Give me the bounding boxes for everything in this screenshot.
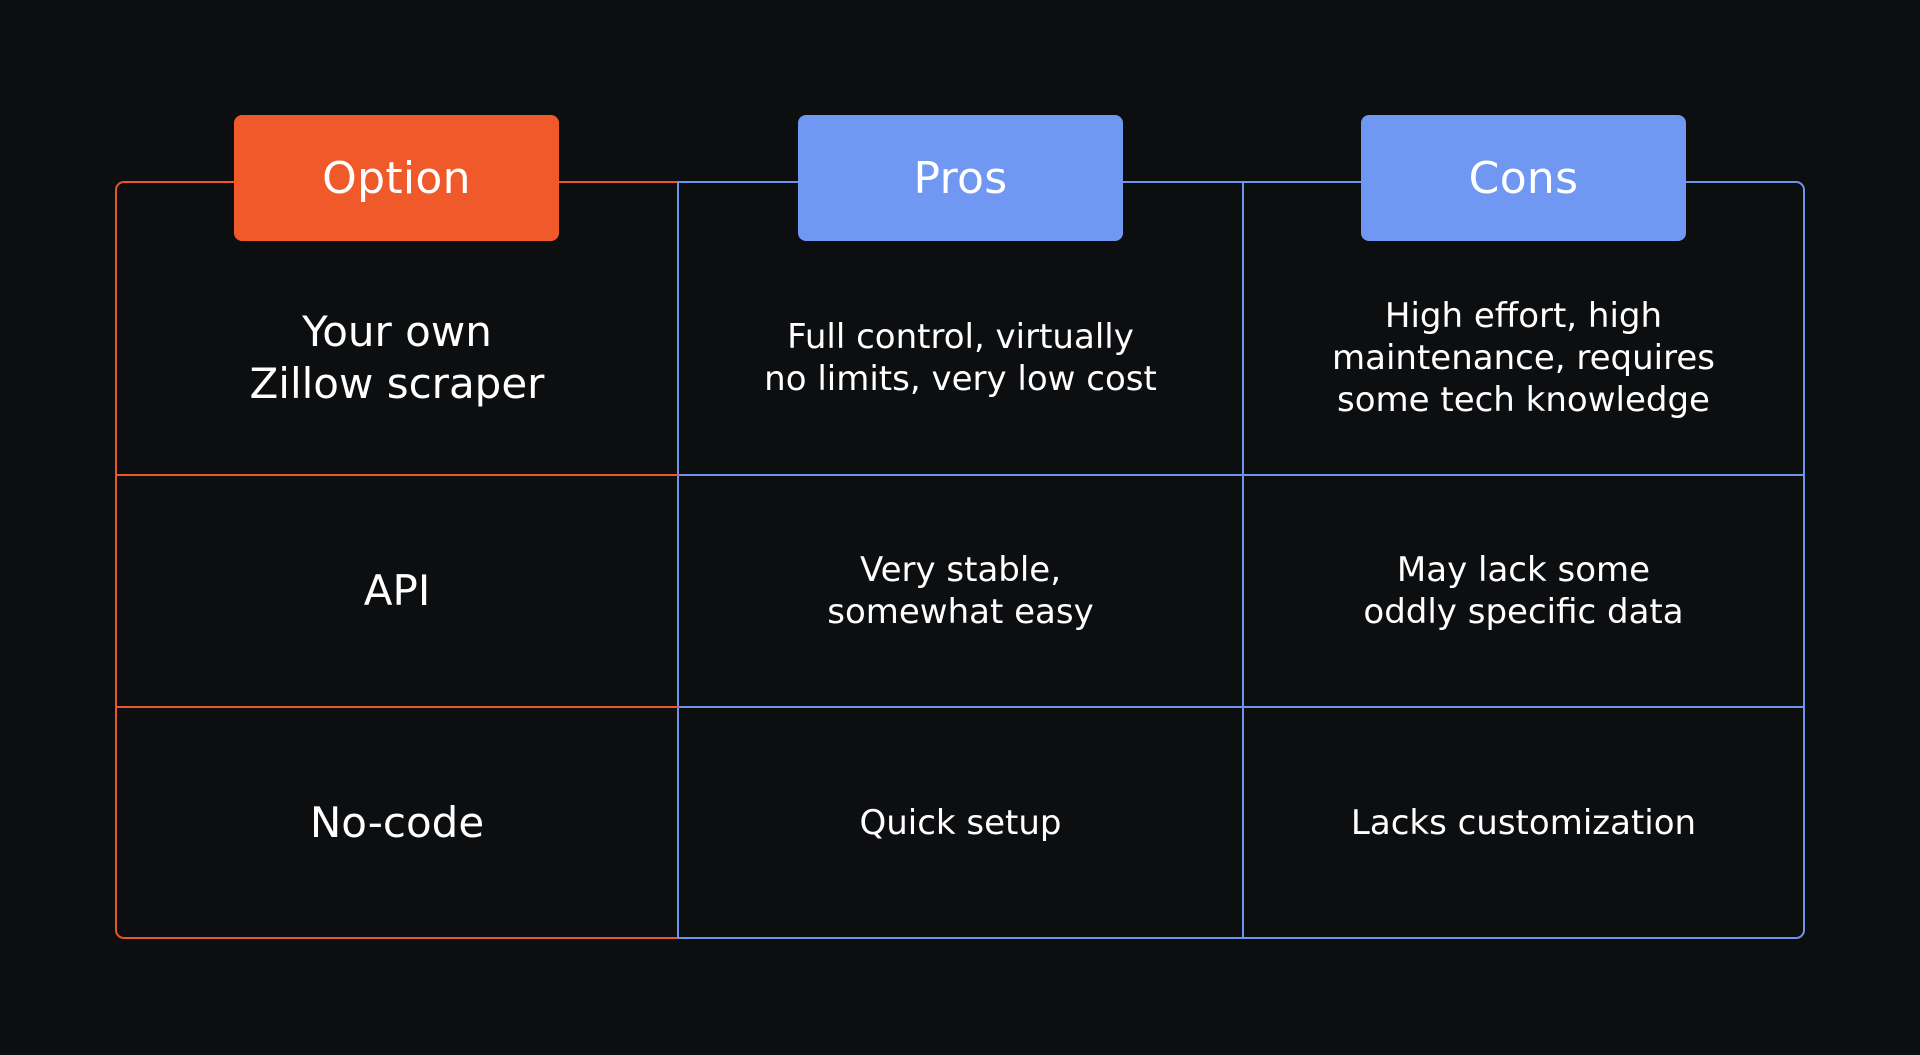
row-divider-pros-cons-2 <box>679 706 1805 708</box>
row-divider-option-1 <box>115 474 679 476</box>
cons-cell-own-scraper: High effort, high maintenance, requires … <box>1332 295 1715 420</box>
cons-header: Cons <box>1361 115 1686 241</box>
row-divider-pros-cons-1 <box>679 474 1805 476</box>
cons-cell-api: May lack some oddly specific data <box>1363 550 1684 632</box>
option-cell-no-code: No-code <box>309 797 485 847</box>
option-cell-own-scraper: Your own Zillow scraper <box>249 306 545 408</box>
row-divider-option-2 <box>115 706 679 708</box>
pros-cell-no-code: Quick setup <box>859 802 1062 843</box>
option-cell-api: API <box>363 566 431 615</box>
pros-header: Pros <box>798 115 1123 241</box>
cons-cell-no-code: Lacks customization <box>1350 802 1697 843</box>
pros-cell-api: Very stable, somewhat easy <box>827 550 1094 632</box>
option-header: Option <box>234 115 559 241</box>
pros-cell-own-scraper: Full control, virtually no limits, very … <box>764 316 1157 399</box>
